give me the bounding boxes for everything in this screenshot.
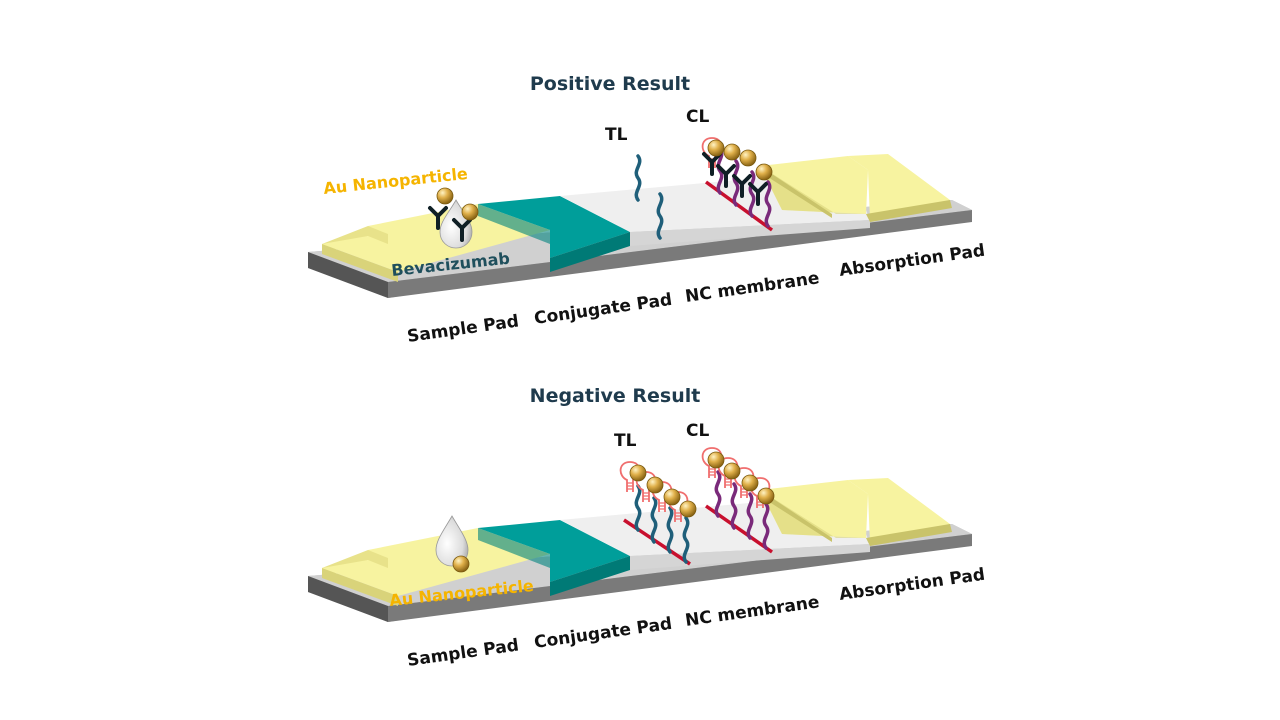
gold-nanoparticle-icon [663, 488, 681, 506]
gold-nanoparticle-icon [723, 462, 741, 480]
gold-nanoparticle-icon [436, 187, 454, 205]
positive-sample-pad-label: Sample Pad [406, 311, 520, 346]
negative-test-line [619, 461, 697, 566]
gold-nanoparticle-icon [679, 500, 697, 518]
positive-panel: Positive Result [308, 73, 986, 347]
negative-absorption-pad-label: Absorption Pad [838, 565, 986, 605]
gold-nanoparticle-icon [461, 203, 479, 221]
negative-sample-pad-label: Sample Pad [406, 635, 520, 670]
gold-nanoparticle-icon [723, 143, 741, 161]
gold-nanoparticle-icon [757, 487, 775, 505]
positive-title: Positive Result [530, 73, 690, 95]
gold-nanoparticle-icon [707, 139, 725, 157]
gold-nanoparticle-icon [755, 163, 773, 181]
positive-tl-label: TL [605, 125, 628, 145]
positive-cl-label: CL [686, 107, 709, 127]
positive-control-line [701, 137, 774, 232]
negative-control-line [701, 447, 775, 554]
negative-cl-label: CL [686, 421, 709, 441]
negative-nc-membrane-label: NC membrane [684, 592, 821, 631]
positive-conjugate-pad-label: Conjugate Pad [533, 290, 673, 329]
positive-nc-membrane-label: NC membrane [684, 268, 821, 307]
negative-tl-label: TL [614, 431, 637, 451]
water-drop-icon [435, 515, 469, 567]
negative-sample-drop [435, 515, 470, 573]
gold-nanoparticle-icon [739, 149, 757, 167]
negative-conjugate-pad-label: Conjugate Pad [533, 614, 673, 653]
gold-nanoparticle-icon [646, 476, 664, 494]
positive-sample-conjugate [428, 187, 479, 249]
negative-title: Negative Result [530, 385, 701, 407]
gold-nanoparticle-icon [741, 474, 759, 492]
gold-nanoparticle-icon [707, 451, 725, 469]
gold-nanoparticle-icon [629, 464, 647, 482]
positive-absorption-pad-label: Absorption Pad [838, 241, 986, 281]
gold-nanoparticle-icon [452, 555, 470, 573]
negative-panel: Negative Result [308, 385, 986, 671]
